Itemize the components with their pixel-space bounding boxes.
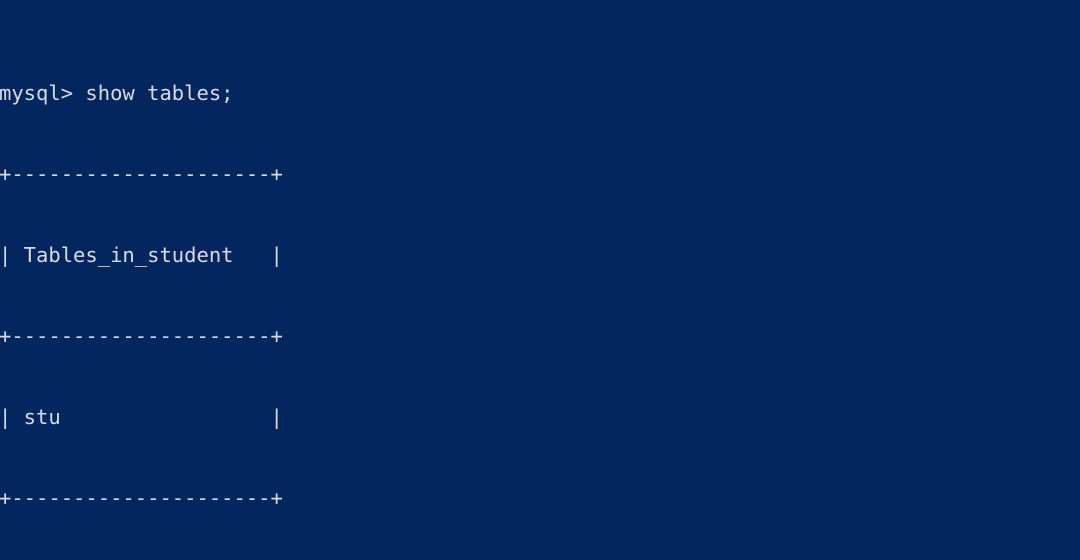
command-line-show-tables: mysql> show tables; bbox=[0, 81, 234, 105]
table-border-bottom: +---------------------+ bbox=[0, 486, 283, 510]
table-row: | stu | bbox=[0, 405, 283, 429]
terminal-screen: mysql> show tables; +-------------------… bbox=[0, 81, 283, 510]
table-border-top: +---------------------+ bbox=[0, 162, 283, 186]
table-border-mid: +---------------------+ bbox=[0, 324, 283, 348]
table-header-row: | Tables_in_student | bbox=[0, 243, 283, 267]
